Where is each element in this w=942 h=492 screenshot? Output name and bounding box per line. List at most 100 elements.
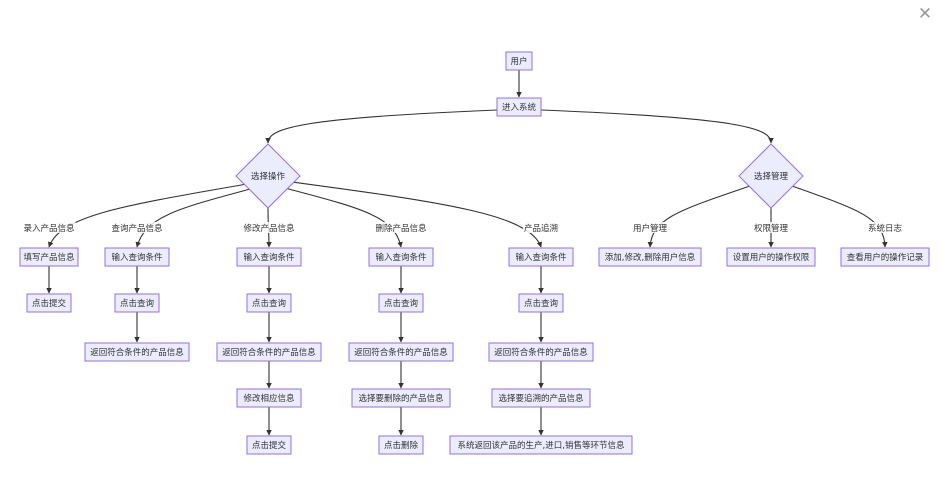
- edge-select-operation-to-trace-query-input: [291, 181, 543, 248]
- node-label: 返回符合条件的产品信息: [222, 347, 316, 358]
- node-click-query-4[interactable]: 点击查询: [378, 293, 424, 313]
- process-box: [378, 435, 424, 455]
- node-fill-product-info[interactable]: 填写产品信息: [19, 247, 79, 267]
- process-box: [508, 247, 574, 267]
- node-label: 返回符合条件的产品信息: [494, 347, 588, 358]
- process-box: [348, 342, 454, 362]
- node-select-trace[interactable]: 选择要追溯的产品信息: [491, 388, 591, 408]
- node-click-delete[interactable]: 点击删除: [378, 435, 424, 455]
- node-return-matching-4[interactable]: 返回符合条件的产品信息: [348, 342, 454, 362]
- edge-label-trace: 产品追溯: [524, 223, 558, 234]
- close-icon[interactable]: ✕: [917, 4, 933, 24]
- edge-label-modify: 修改产品信息: [243, 223, 295, 234]
- edge-label-user-mgmt: 用户管理: [633, 223, 668, 234]
- node-label: 点击查询: [252, 298, 286, 309]
- edge-label-query: 查询产品信息: [111, 223, 163, 234]
- edge-label-sys-log: 系统日志: [868, 223, 903, 234]
- edge-label-perm-mgmt: 权限管理: [754, 223, 789, 234]
- process-box: [26, 293, 72, 313]
- process-box: [236, 247, 302, 267]
- node-label: 选择操作: [251, 171, 286, 182]
- node-label: 输入查询条件: [375, 252, 427, 263]
- process-box: [598, 247, 702, 267]
- node-return-matching-3[interactable]: 返回符合条件的产品信息: [216, 342, 322, 362]
- node-label: 返回符合条件的产品信息: [354, 347, 448, 358]
- node-return-matching-2[interactable]: 返回符合条件的产品信息: [84, 342, 190, 362]
- node-label: 点击查询: [120, 298, 154, 309]
- node-user[interactable]: 用户: [505, 51, 533, 71]
- process-box: [216, 342, 322, 362]
- node-add-modify-delete-user[interactable]: 添加,修改,删除用户信息: [598, 247, 702, 267]
- edge-select-management-to-logs: [791, 185, 888, 248]
- process-box: [19, 247, 79, 267]
- edge-label-background: [753, 222, 789, 233]
- decision-diamond: [738, 143, 804, 209]
- node-system-return[interactable]: 系统返回该产品的生产,进口,销售等环节信息: [449, 435, 633, 455]
- node-set-permissions[interactable]: 设置用户的操作权限: [726, 247, 816, 267]
- process-box: [505, 51, 533, 71]
- node-label: 输入查询条件: [111, 252, 163, 263]
- node-label: 选择要删除的产品信息: [358, 393, 444, 404]
- process-box: [246, 293, 292, 313]
- process-box: [449, 435, 633, 455]
- node-label: 点击提交: [32, 298, 67, 309]
- node-select-management[interactable]: 选择管理: [738, 143, 804, 209]
- process-box: [491, 388, 591, 408]
- process-box: [496, 97, 542, 117]
- node-label: 设置用户的操作权限: [733, 252, 810, 263]
- edge-label-entry: 录入产品信息: [23, 223, 75, 234]
- node-query-input-2[interactable]: 输入查询条件: [104, 247, 170, 267]
- node-select-operation[interactable]: 选择操作: [235, 143, 301, 209]
- edge-label-background: [632, 222, 668, 233]
- edge-select-operation-to-query-input: [135, 187, 255, 248]
- edge-label-background: [22, 222, 76, 233]
- decision-diamond: [235, 143, 301, 209]
- process-box: [104, 247, 170, 267]
- process-box: [378, 293, 424, 313]
- process-box: [246, 435, 292, 455]
- edge-label-background: [110, 222, 164, 233]
- node-label: 用户: [510, 56, 527, 67]
- process-box: [518, 293, 564, 313]
- node-click-submit-1[interactable]: 点击提交: [26, 293, 72, 313]
- edge-enter-system-to-select-management: [540, 109, 774, 144]
- edge-label-background: [867, 222, 903, 233]
- node-label: 查看用户的操作记录: [847, 252, 924, 263]
- process-box: [840, 247, 930, 267]
- process-box: [84, 342, 190, 362]
- process-box: [726, 247, 816, 267]
- node-label: 点击查询: [384, 298, 418, 309]
- node-label: 修改相应信息: [243, 393, 295, 404]
- edge-label-background: [523, 222, 559, 233]
- node-label: 点击查询: [524, 298, 558, 309]
- edge-select-management-to-user-mgmt: [647, 185, 751, 248]
- node-label: 返回符合条件的产品信息: [90, 347, 184, 358]
- node-query-input-1[interactable]: 输入查询条件: [508, 247, 574, 267]
- edge-label-background: [374, 222, 428, 233]
- node-click-submit-2[interactable]: 点击提交: [246, 435, 292, 455]
- edge-enter-system-to-select-operation: [265, 109, 498, 144]
- edge-select-operation-to-delete-query-input: [284, 187, 403, 248]
- node-query-input-3[interactable]: 输入查询条件: [236, 247, 302, 267]
- node-click-query-1[interactable]: 点击查询: [518, 293, 564, 313]
- process-box: [368, 247, 434, 267]
- node-click-query-2[interactable]: 点击查询: [114, 293, 160, 313]
- node-label: 系统返回该产品的生产,进口,销售等环节信息: [458, 440, 625, 451]
- node-label: 输入查询条件: [243, 252, 295, 263]
- node-label: 选择要追溯的产品信息: [498, 393, 584, 404]
- edge-label-delete: 删除产品信息: [375, 223, 427, 234]
- process-box: [351, 388, 451, 408]
- node-label: 点击删除: [384, 440, 419, 451]
- node-click-query-3[interactable]: 点击查询: [246, 293, 292, 313]
- node-select-delete[interactable]: 选择要删除的产品信息: [351, 388, 451, 408]
- node-modify-info[interactable]: 修改相应信息: [236, 388, 302, 408]
- node-return-matching-1[interactable]: 返回符合条件的产品信息: [488, 342, 594, 362]
- node-enter-system[interactable]: 进入系统: [496, 97, 542, 117]
- node-label: 选择管理: [754, 171, 789, 182]
- node-view-logs[interactable]: 查看用户的操作记录: [840, 247, 930, 267]
- edge-select-operation-to-fill-product-info: [48, 183, 248, 248]
- node-query-input-4[interactable]: 输入查询条件: [368, 247, 434, 267]
- process-box: [236, 388, 302, 408]
- node-label: 点击提交: [252, 440, 287, 451]
